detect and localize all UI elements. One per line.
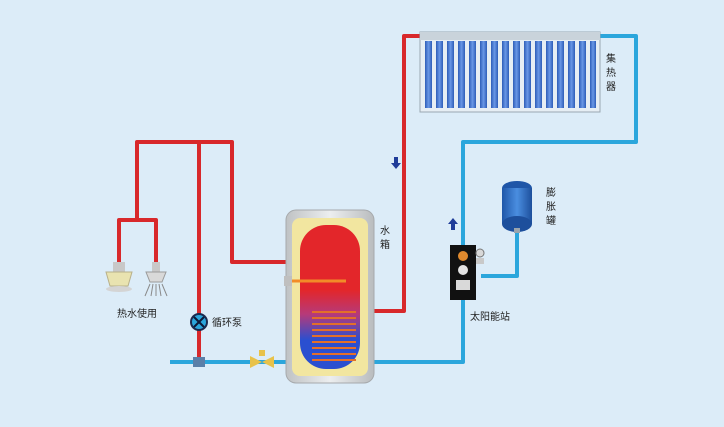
hot-pipe-branch-shower bbox=[137, 218, 158, 262]
collector-label-2: 热 bbox=[606, 66, 616, 79]
tank-label-1: 水 bbox=[380, 225, 390, 237]
shower-head-icon bbox=[144, 262, 168, 297]
expansion-tank-label-2: 胀 bbox=[546, 201, 556, 213]
expansion-tank-label-3: 罐 bbox=[546, 214, 556, 227]
collector-label-3: 器 bbox=[606, 81, 616, 93]
valve-icon bbox=[250, 350, 274, 368]
tee-fitting bbox=[193, 357, 205, 367]
collector-tubes bbox=[425, 41, 596, 108]
collector-label-1: 集 bbox=[606, 52, 616, 65]
heat-exchanger-coil bbox=[312, 311, 356, 361]
flow-arrow-up bbox=[448, 218, 458, 230]
circulation-pump-icon bbox=[190, 313, 208, 331]
solar-collector bbox=[419, 31, 601, 113]
flow-arrow-down bbox=[391, 157, 401, 169]
pump-label: 循环泵 bbox=[212, 316, 242, 329]
cold-pipe-collector-return bbox=[461, 34, 638, 247]
hot-pipe-to-collector bbox=[374, 34, 422, 313]
hot-water-use-label: 热水使用 bbox=[117, 307, 157, 320]
water-tank bbox=[284, 209, 375, 384]
solar-station-label: 太阳能站 bbox=[470, 310, 510, 323]
tank-label-2: 箱 bbox=[380, 238, 390, 251]
cold-pipe-expansion bbox=[481, 232, 519, 278]
cold-pipe-station-to-tank bbox=[374, 297, 465, 364]
solar-station bbox=[450, 245, 485, 300]
expansion-tank bbox=[502, 181, 532, 233]
hot-pipes bbox=[117, 34, 422, 362]
faucet-icon bbox=[105, 262, 133, 292]
expansion-tank-label-1: 膨 bbox=[546, 186, 556, 199]
hot-pipe-to-fixtures bbox=[117, 140, 286, 264]
